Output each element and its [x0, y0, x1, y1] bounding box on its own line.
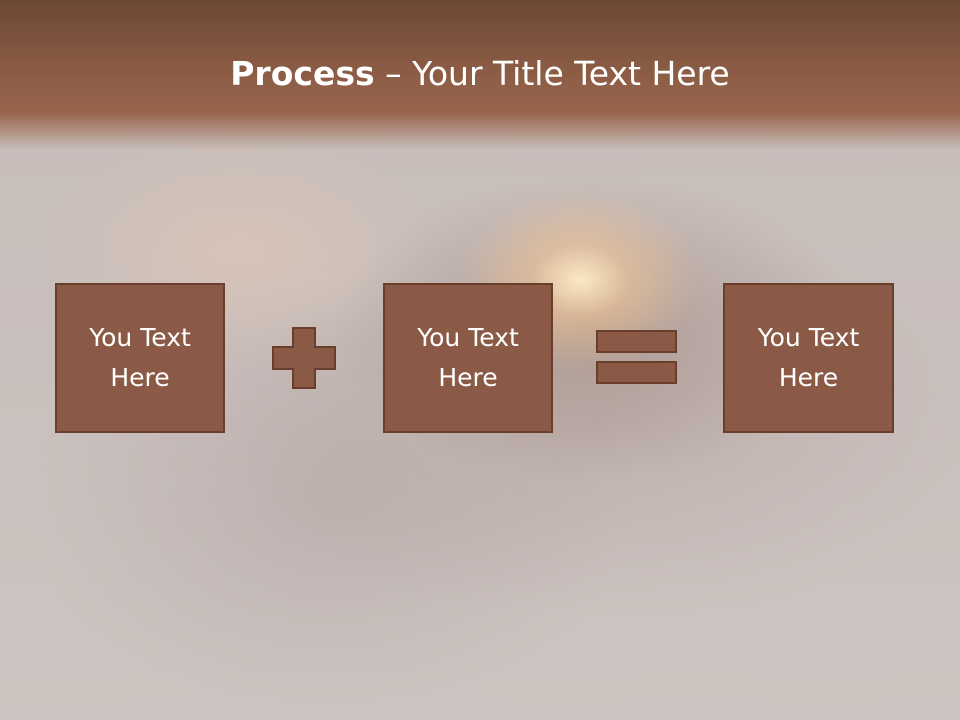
text-box-1-line-1: You Text	[89, 323, 191, 352]
text-box-2[interactable]: You Text Here	[383, 283, 553, 433]
title-banner	[0, 0, 960, 150]
text-box-3-text: You Text Here	[758, 318, 860, 398]
plus-icon	[272, 327, 336, 389]
text-box-2-line-1: You Text	[417, 323, 519, 352]
text-box-1-text: You Text Here	[89, 318, 191, 398]
text-box-2-text: You Text Here	[417, 318, 519, 398]
slide-title[interactable]: Process – Your Title Text Here	[0, 52, 960, 96]
text-box-2-line-2: Here	[438, 363, 498, 392]
title-bold: Process	[230, 54, 375, 93]
title-rest: – Your Title Text Here	[374, 54, 730, 93]
text-box-1-line-2: Here	[110, 363, 170, 392]
text-box-1[interactable]: You Text Here	[55, 283, 225, 433]
text-box-3[interactable]: You Text Here	[723, 283, 894, 433]
text-box-3-line-2: Here	[778, 363, 839, 392]
equals-icon	[596, 330, 677, 384]
text-box-3-line-1: You Text	[757, 323, 860, 352]
